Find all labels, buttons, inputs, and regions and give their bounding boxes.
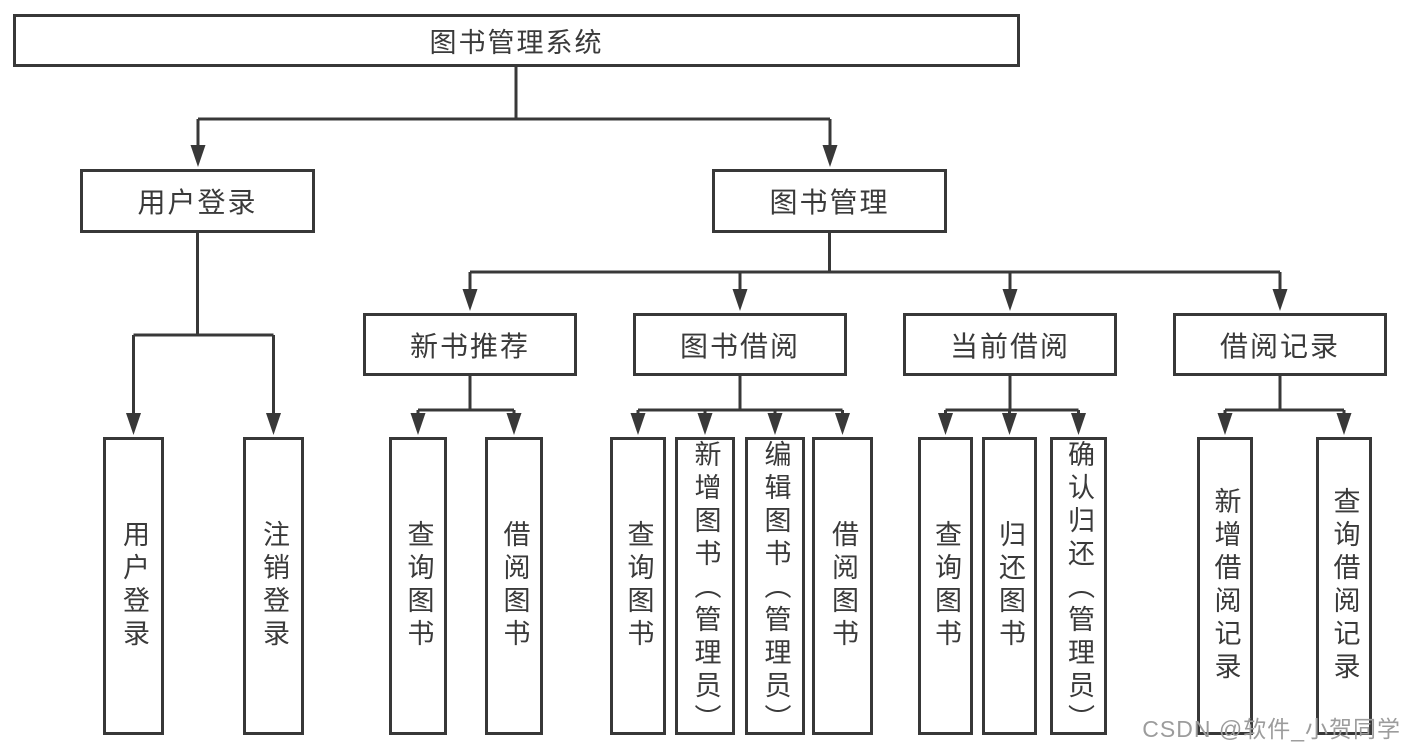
node-new-book-recommend: 新书推荐 (363, 313, 577, 376)
node-book-management-label: 图书管理 (769, 187, 890, 218)
leaf-borrow-books-1: 借阅图书 (485, 437, 543, 735)
watermark: CSDN @软件_小贺同学 (1142, 716, 1401, 742)
leaf-confirm-return-admin: 确认归还（管理员） (1050, 437, 1107, 737)
leaf-borrow-books-2-label: 借阅图书 (828, 520, 858, 652)
leaf-edit-books-admin: 编辑图书（管理员） (745, 437, 805, 737)
leaf-add-borrow-record-label: 新增借阅记录 (1210, 487, 1241, 685)
leaf-add-books-admin-label: 新增图书（管理员） (690, 440, 721, 737)
leaf-borrow-books-2: 借阅图书 (812, 437, 873, 735)
leaf-borrow-books-1-label: 借阅图书 (499, 520, 530, 652)
leaf-query-books-1-label: 查询图书 (403, 520, 434, 652)
connector-lines (132, 67, 1346, 420)
leaf-logout-label: 注销登录 (259, 520, 289, 652)
leaf-add-books-admin: 新增图书（管理员） (675, 437, 735, 737)
node-new-book-recommend-label: 新书推荐 (409, 330, 530, 362)
node-current-borrow: 当前借阅 (903, 313, 1117, 376)
leaf-query-books-3-label: 查询图书 (931, 520, 961, 652)
leaf-query-borrow-record: 查询借阅记录 (1316, 437, 1372, 735)
leaf-confirm-return-admin-label: 确认归还（管理员） (1064, 440, 1094, 737)
node-borrow-records-label: 借阅记录 (1219, 330, 1340, 362)
node-current-borrow-label: 当前借阅 (949, 330, 1070, 362)
leaf-user-login-label: 用户登录 (119, 520, 149, 652)
connector-arrowheads (126, 145, 1352, 435)
leaf-query-borrow-record-label: 查询借阅记录 (1329, 487, 1360, 685)
leaf-query-books-2: 查询图书 (610, 437, 666, 735)
leaf-query-books-3: 查询图书 (918, 437, 973, 735)
leaf-query-books-2-label: 查询图书 (623, 520, 654, 652)
leaf-add-borrow-record: 新增借阅记录 (1197, 437, 1253, 735)
leaf-return-books: 归还图书 (982, 437, 1037, 735)
leaf-query-books-1: 查询图书 (389, 437, 447, 735)
leaf-return-books-label: 归还图书 (995, 520, 1025, 652)
node-book-management: 图书管理 (712, 169, 947, 233)
leaf-user-login: 用户登录 (103, 437, 164, 735)
node-root-label: 图书管理系统 (429, 28, 604, 58)
node-root: 图书管理系统 (13, 14, 1020, 67)
node-book-borrow-label: 图书借阅 (679, 330, 800, 362)
leaf-edit-books-admin-label: 编辑图书（管理员） (760, 440, 791, 737)
node-user-login: 用户登录 (80, 169, 315, 233)
node-book-borrow: 图书借阅 (633, 313, 847, 376)
leaf-logout: 注销登录 (243, 437, 304, 735)
node-user-login-label: 用户登录 (137, 187, 258, 218)
node-borrow-records: 借阅记录 (1173, 313, 1387, 376)
